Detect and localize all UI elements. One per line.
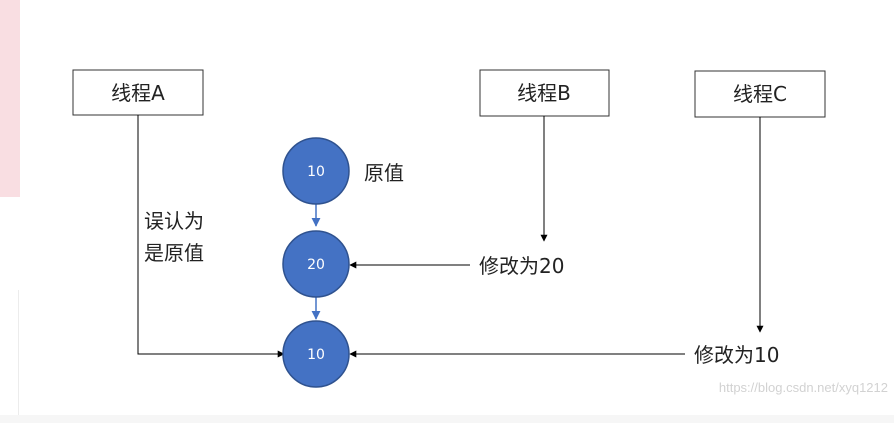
value-node-bottom-text: 10 <box>307 347 325 363</box>
mistaken-label-line2: 是原值 <box>144 241 204 265</box>
thread-a-box: 线程A <box>72 69 204 116</box>
value-node-top: 10 <box>282 137 350 205</box>
mistaken-label-line1: 误认为 <box>144 209 204 233</box>
original-value-label: 原值 <box>364 161 404 185</box>
modify-to-10-label: 修改为10 <box>694 343 779 367</box>
bottom-band <box>0 415 894 423</box>
thread-c-label: 线程C <box>733 82 787 106</box>
sidebar-divider <box>18 290 19 423</box>
sidebar-accent-strip <box>0 0 20 197</box>
value-node-top-text: 10 <box>307 164 325 180</box>
value-node-middle: 20 <box>282 230 350 298</box>
thread-a-label: 线程A <box>111 81 165 105</box>
modify-to-20-label: 修改为20 <box>479 254 564 278</box>
thread-c-box: 线程C <box>694 70 826 118</box>
watermark: https://blog.csdn.net/xyq1212 <box>719 380 888 395</box>
value-node-middle-text: 20 <box>307 257 325 273</box>
thread-b-label: 线程B <box>517 81 571 105</box>
thread-a-arrow <box>137 115 285 358</box>
thread-b-box: 线程B <box>479 69 610 117</box>
value-node-bottom: 10 <box>282 320 350 388</box>
